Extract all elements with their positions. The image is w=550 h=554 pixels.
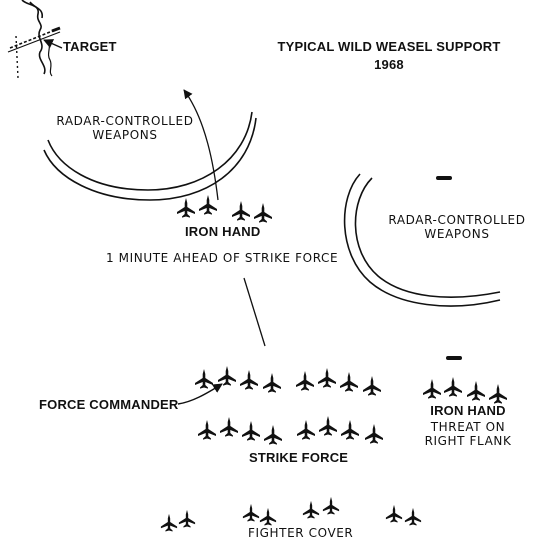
iron-hand-lead-flight bbox=[177, 195, 272, 223]
aircraft-icon bbox=[178, 509, 196, 528]
radar-zone-right-boundary bbox=[343, 173, 501, 307]
diagram-title-line-2: 1968 bbox=[374, 57, 404, 72]
iron-hand-lead-label: IRON HAND bbox=[185, 224, 261, 239]
radar-zone-right-label: RADAR-CONTROLLED WEAPONS bbox=[372, 213, 542, 241]
aircraft-icon bbox=[195, 369, 213, 389]
radar-zone-right-line-1: RADAR-CONTROLLED bbox=[388, 213, 526, 227]
iron-hand-flank-note-line-2: RIGHT FLANK bbox=[424, 434, 512, 448]
aircraft-icon bbox=[423, 379, 441, 399]
aircraft-icon bbox=[385, 504, 403, 523]
iron-hand-flank-label: IRON HAND bbox=[430, 403, 506, 418]
flight-path-strike bbox=[243, 277, 266, 347]
force-commander-arrow bbox=[177, 383, 223, 405]
aircraft-icon bbox=[263, 373, 281, 393]
threat-site-icon bbox=[436, 176, 452, 180]
threat-site-icon bbox=[446, 356, 462, 360]
aircraft-icon bbox=[199, 195, 217, 215]
aircraft-icon bbox=[467, 381, 485, 401]
aircraft-icon bbox=[404, 507, 422, 526]
aircraft-icon bbox=[259, 507, 277, 526]
target-arrow bbox=[43, 39, 63, 49]
radar-zone-left-label: RADAR-CONTROLLED WEAPONS bbox=[40, 114, 210, 142]
aircraft-icon bbox=[254, 203, 272, 223]
aircraft-icon bbox=[365, 424, 383, 444]
force-commander-label: FORCE COMMANDER bbox=[39, 397, 179, 412]
aircraft-icon bbox=[319, 416, 337, 436]
diagram-title-line-1: TYPICAL WILD WEASEL SUPPORT bbox=[277, 39, 501, 54]
iron-hand-flank-note-line-1: THREAT ON bbox=[430, 420, 506, 434]
aircraft-icon bbox=[264, 425, 282, 445]
aircraft-icon bbox=[322, 496, 340, 515]
strike-force-row-2 bbox=[198, 416, 383, 445]
aircraft-icon bbox=[232, 201, 250, 221]
iron-hand-flank-flight bbox=[423, 377, 507, 404]
target-terrain-icon bbox=[7, 0, 61, 79]
aircraft-icon bbox=[340, 372, 358, 392]
fighter-cover-label: FIGHTER COVER bbox=[248, 526, 354, 540]
flight-path-iron-hand bbox=[183, 89, 219, 201]
radar-zone-left-boundary bbox=[43, 111, 257, 201]
aircraft-icon bbox=[242, 421, 260, 441]
aircraft-icon bbox=[363, 376, 381, 396]
aircraft-icon bbox=[198, 420, 216, 440]
strike-force-label: STRIKE FORCE bbox=[249, 450, 349, 465]
radar-zone-right-line-2: WEAPONS bbox=[424, 227, 490, 241]
aircraft-icon bbox=[177, 198, 195, 218]
aircraft-icon bbox=[220, 417, 238, 437]
aircraft-icon bbox=[160, 513, 178, 532]
aircraft-icon bbox=[242, 503, 260, 522]
aircraft-icon bbox=[318, 368, 336, 388]
strike-force-row-1 bbox=[195, 366, 381, 396]
iron-hand-flank-note: THREAT ON RIGHT FLANK bbox=[408, 420, 528, 448]
aircraft-icon bbox=[302, 500, 320, 519]
aircraft-icon bbox=[296, 371, 314, 391]
aircraft-icon bbox=[297, 420, 315, 440]
diagram-title: TYPICAL WILD WEASEL SUPPORT 1968 bbox=[262, 39, 516, 72]
iron-hand-lead-note: 1 MINUTE AHEAD OF STRIKE FORCE bbox=[106, 251, 339, 265]
aircraft-icon bbox=[341, 420, 359, 440]
aircraft-icon bbox=[444, 377, 462, 397]
aircraft-icon bbox=[489, 384, 507, 404]
radar-zone-left-line-2: WEAPONS bbox=[92, 128, 158, 142]
aircraft-icon bbox=[240, 370, 258, 390]
aircraft-icon bbox=[218, 366, 236, 386]
target-label: TARGET bbox=[63, 39, 117, 54]
radar-zone-left-line-1: RADAR-CONTROLLED bbox=[56, 114, 194, 128]
